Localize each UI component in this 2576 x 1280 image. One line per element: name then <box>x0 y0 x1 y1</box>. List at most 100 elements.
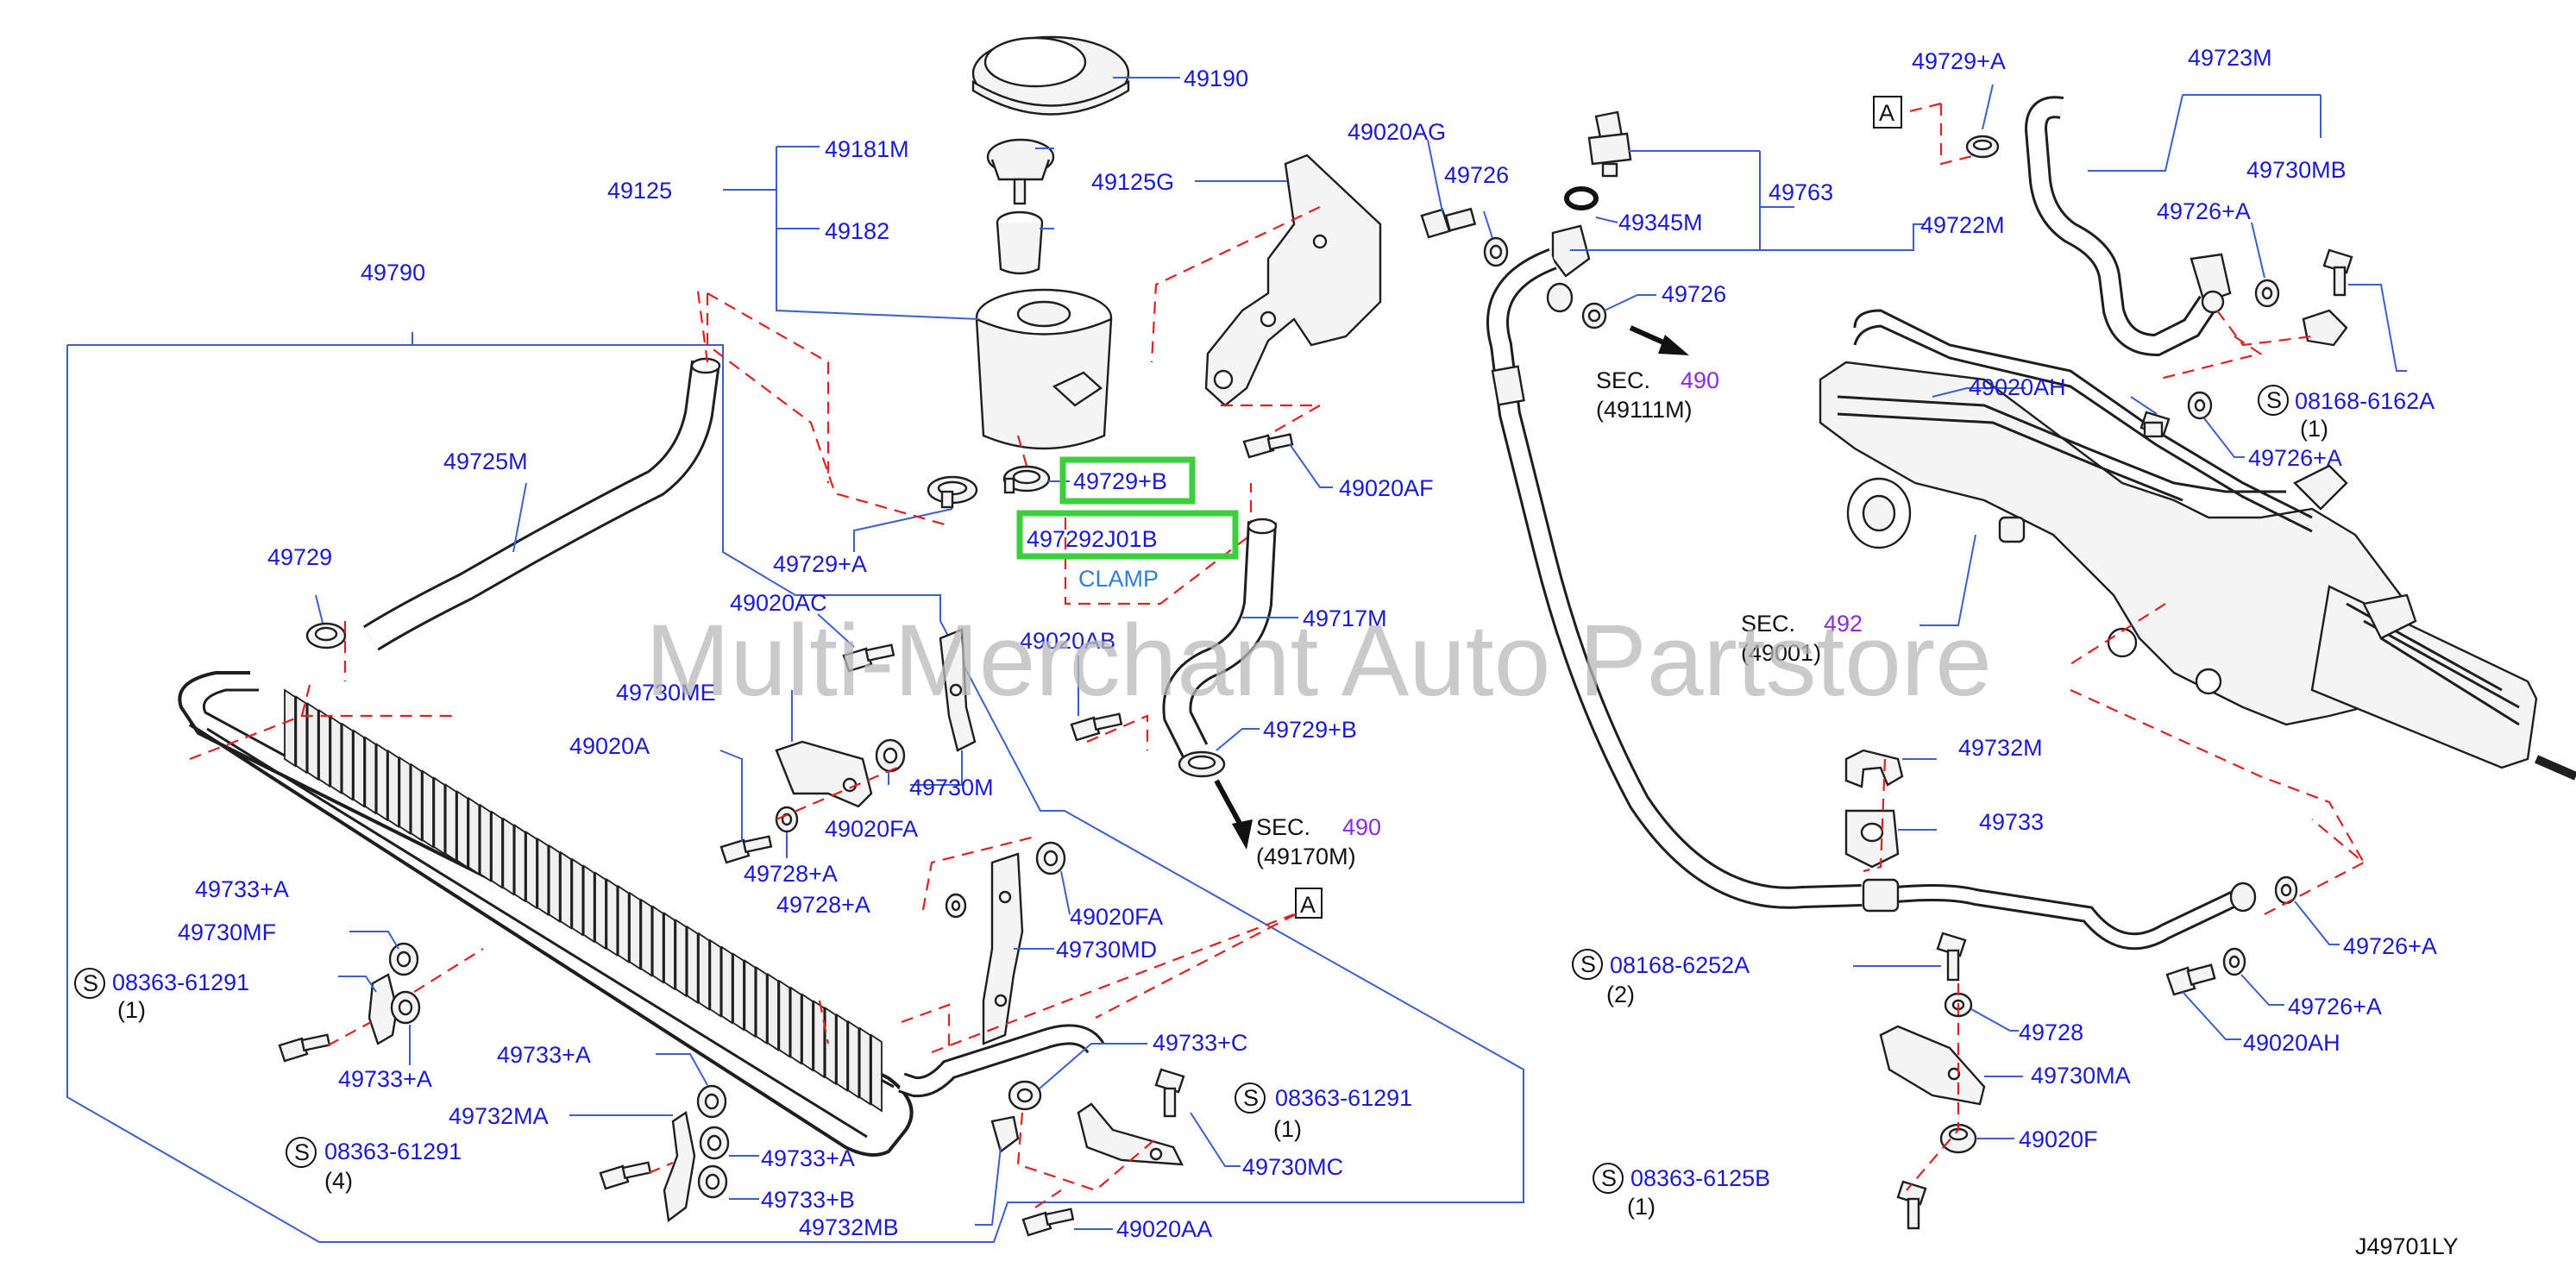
washer-icon <box>945 893 967 919</box>
label-49733c[interactable]: 49733+C <box>1153 1030 1247 1056</box>
label-49730md[interactable]: 49730MD <box>1056 937 1157 963</box>
label-49733a-a[interactable]: 49733+A <box>195 876 289 902</box>
label-49020f[interactable]: 49020F <box>2019 1126 2098 1152</box>
reservoir-tank-icon <box>948 288 1113 450</box>
label-49763[interactable]: 49763 <box>1769 179 1833 205</box>
label-49726-a[interactable]: 49726 <box>1444 162 1509 188</box>
bolt-icon <box>1896 1180 1927 1230</box>
bolt-icon <box>719 835 773 864</box>
label-49732mb[interactable]: 49732MB <box>799 1214 899 1240</box>
label-49717m[interactable]: 49717M <box>1303 605 1387 631</box>
svg-text:SEC.: SEC. <box>1256 814 1310 840</box>
hose-clamp-icon <box>1965 135 2000 159</box>
label-49020fa-a[interactable]: 49020FA <box>825 816 918 842</box>
label-49726a-mid[interactable]: 49726+A <box>2248 445 2342 471</box>
label-08363-61291-b[interactable]: 08363-61291 <box>324 1139 462 1164</box>
label-49726a-r2[interactable]: 49726+A <box>2288 994 2382 1020</box>
section-ref-492[interactable]: SEC. 492 (49001) <box>1741 611 1863 666</box>
label-49733b[interactable]: 49733+B <box>761 1187 855 1213</box>
label-49020a[interactable]: 49020A <box>569 733 650 759</box>
qty-note: (1) <box>1273 1116 1302 1142</box>
label-49020ag[interactable]: 49020AG <box>1348 119 1446 145</box>
highlight-part-box[interactable] <box>1059 456 1196 505</box>
label-08363-61291-c[interactable]: 08363-61291 <box>1275 1085 1412 1111</box>
label-49725m[interactable]: 49725M <box>443 449 528 474</box>
highlight-part-name[interactable]: CLAMP <box>1078 566 1159 592</box>
label-49730mb[interactable]: 49730MB <box>2246 157 2347 183</box>
label-08168-6162a[interactable]: 08168-6162A <box>2295 388 2435 414</box>
rubber-bushing-icon <box>1844 809 1900 869</box>
label-49020aa[interactable]: 49020AA <box>1116 1216 1212 1242</box>
label-49726-b[interactable]: 49726 <box>1662 281 1726 307</box>
label-49020ac[interactable]: 49020AC <box>730 590 827 616</box>
label-49730ma[interactable]: 49730MA <box>2031 1063 2131 1089</box>
label-49182[interactable]: 49182 <box>825 218 889 244</box>
label-49729[interactable]: 49729 <box>267 544 332 570</box>
cooler-fin <box>456 789 468 869</box>
label-49729a-top[interactable]: 49729+A <box>1912 48 2006 74</box>
label-49733[interactable]: 49733 <box>1979 809 2044 835</box>
label-49790[interactable]: 49790 <box>361 260 425 285</box>
screw-mark-text: S <box>83 970 98 996</box>
grommet-icon <box>875 738 906 773</box>
ref-box-a-mid <box>1295 888 1323 919</box>
svg-text:(49170M): (49170M) <box>1256 844 1356 869</box>
label-49722m[interactable]: 49722M <box>1920 212 2005 238</box>
cooler-fin <box>479 803 492 883</box>
svg-text:490: 490 <box>1342 814 1381 840</box>
o-ring-icon <box>1564 186 1599 210</box>
oil-cooler-icon <box>178 671 1105 1157</box>
label-49728[interactable]: 49728 <box>2019 1020 2083 1045</box>
label-08168-6252a[interactable]: 08168-6252A <box>1610 952 1750 978</box>
label-49729a-mid[interactable]: 49729+A <box>773 551 867 577</box>
cooler-fin <box>502 817 515 896</box>
label-49732m[interactable]: 49732M <box>1958 735 2043 761</box>
label-49733a-c[interactable]: 49733+A <box>497 1042 591 1068</box>
label-49181m[interactable]: 49181M <box>825 136 909 162</box>
grommet-icon <box>1939 1123 1977 1154</box>
cooler-fin <box>767 972 779 1052</box>
label-49730m[interactable]: 49730M <box>909 775 994 800</box>
qty-note: (1) <box>117 997 146 1023</box>
section-ref-490-b[interactable]: SEC. 490 (49170M) <box>1256 814 1381 869</box>
svg-text:490: 490 <box>1681 367 1719 393</box>
screw-mark-text: S <box>1243 1085 1259 1111</box>
label-49723m[interactable]: 49723M <box>2188 45 2272 71</box>
label-49728a-b[interactable]: 49728+A <box>776 892 870 918</box>
label-49020ah-top[interactable]: 49020AH <box>1969 374 2066 400</box>
return-hose-icon <box>1162 518 1278 757</box>
label-49125g[interactable]: 49125G <box>1091 169 1174 195</box>
screw-mark-text: S <box>294 1139 310 1165</box>
highlight-part-number[interactable]: 497292J01B <box>1027 526 1158 552</box>
label-49733a-d[interactable]: 49733+A <box>761 1145 855 1171</box>
ref-letter-a: A <box>1879 100 1894 126</box>
label-49020fa-b[interactable]: 49020FA <box>1070 904 1163 930</box>
label-49732ma[interactable]: 49732MA <box>449 1103 549 1129</box>
cooler-fin <box>353 729 365 808</box>
label-49125[interactable]: 49125 <box>607 178 672 204</box>
label-49190[interactable]: 49190 <box>1184 66 1248 91</box>
label-49020ah-bot[interactable]: 49020AH <box>2243 1030 2340 1056</box>
label-49726a-top[interactable]: 49726+A <box>2157 198 2251 224</box>
label-08363-61291-a[interactable]: 08363-61291 <box>112 969 249 995</box>
label-49726a-r1[interactable]: 49726+A <box>2343 933 2437 959</box>
label-49729b-low[interactable]: 49729+B <box>1263 717 1357 743</box>
label-49728a-a[interactable]: 49728+A <box>744 861 838 887</box>
label-49729b-top[interactable]: 49729+B <box>1073 468 1167 494</box>
label-49730mf[interactable]: 49730MF <box>178 919 276 945</box>
filler-cap-icon <box>986 138 1055 205</box>
label-49020ab[interactable]: 49020AB <box>1020 628 1115 654</box>
label-49730mc[interactable]: 49730MC <box>1242 1154 1343 1180</box>
cooler-fin <box>870 1033 883 1113</box>
screw-mark-text: S <box>1580 951 1596 977</box>
label-49345m[interactable]: 49345M <box>1618 210 1703 235</box>
label-49730me[interactable]: 49730ME <box>616 680 716 706</box>
label-49733a-b[interactable]: 49733+A <box>338 1066 432 1092</box>
section-ref-490-a[interactable]: SEC. 490 (49111M) <box>1596 367 1719 423</box>
cooler-fin <box>778 979 791 1058</box>
bolt-icon <box>1021 1208 1075 1237</box>
union-fitting-icon <box>2190 253 2232 314</box>
label-49020af[interactable]: 49020AF <box>1339 475 1434 501</box>
label-08363-6125b[interactable]: 08363-6125B <box>1630 1165 1770 1191</box>
highlight-number-box[interactable] <box>1016 510 1239 560</box>
